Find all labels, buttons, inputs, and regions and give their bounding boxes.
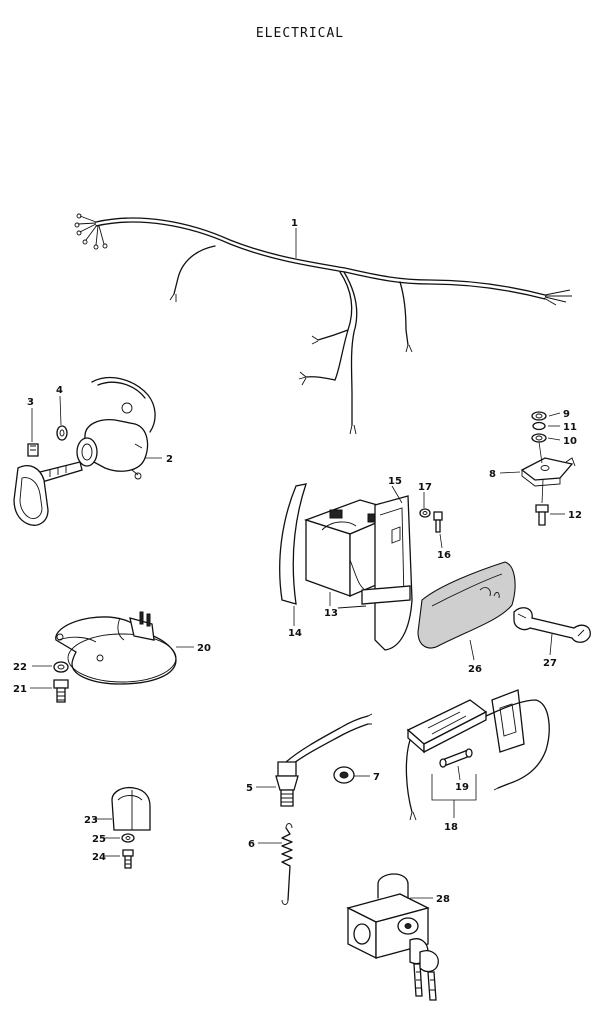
callout-labels: 1 2 3 4 5 6 7 8 9 10 11 12 13 14 15 16 1… [13,218,582,905]
callout-15: 15 [388,476,402,487]
callout-7: 7 [373,772,380,783]
callout-20: 20 [197,643,211,654]
fuse-holder-assembly [405,689,550,821]
callout-25: 25 [92,834,106,845]
callout-14: 14 [288,628,302,639]
callout-12: 12 [568,510,582,521]
callout-22: 22 [13,662,27,673]
callout-26: 26 [468,664,482,675]
callout-21: 21 [13,684,27,695]
callout-23: 23 [84,815,98,826]
callout-18: 18 [444,822,458,833]
stop-switch-assembly [256,713,373,905]
callout-24: 24 [92,852,106,863]
callout-6: 6 [248,839,255,850]
callout-3: 3 [27,397,34,408]
callout-27: 27 [543,658,557,669]
callout-1: 1 [291,218,298,229]
callout-5: 5 [246,783,253,794]
callout-4: 4 [56,385,63,396]
bracket-assembly [499,411,576,526]
battery-cover [417,561,516,661]
terminal-cover-assembly [96,786,151,869]
callout-28: 28 [436,894,450,905]
callout-2: 2 [166,454,173,465]
callout-10: 10 [563,436,577,447]
callout-17: 17 [418,482,432,493]
spanner-tool [513,607,591,656]
wire-harness [74,213,572,435]
horn-assembly [30,611,194,703]
page-title: ELECTRICAL [255,26,345,41]
callout-16: 16 [437,550,451,561]
battery-assembly [279,483,443,651]
callout-9: 9 [563,409,570,420]
callout-13: 13 [324,608,338,619]
callout-11: 11 [563,422,577,433]
callout-8: 8 [489,469,496,480]
ignition-switch-assembly [13,376,162,526]
callout-19: 19 [455,782,469,793]
lock-assembly [346,873,439,1001]
